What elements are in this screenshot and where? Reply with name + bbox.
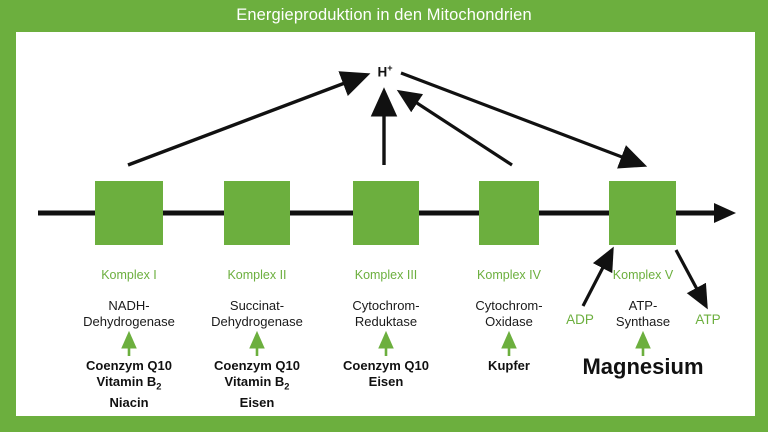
adp-input-arrow <box>581 246 614 307</box>
complex-label-4: Komplex IV <box>477 268 541 282</box>
nutrient-item: Coenzym Q10 <box>214 358 300 373</box>
enzyme-line: Reduktase <box>354 313 418 329</box>
enzyme-name-4: Cytochrom- Oxidase <box>475 298 542 329</box>
complex-label-3: Komplex III <box>354 268 418 282</box>
complex-label-2: Komplex II <box>227 268 287 282</box>
nutrient-item: Coenzym Q10 <box>343 358 429 373</box>
atp-output-arrow <box>674 249 708 310</box>
enzyme-name-3: Cytochrom- Reduktase <box>352 298 419 329</box>
enzyme-line: NADH- <box>108 298 150 313</box>
enzyme-name-1: NADH- Dehydrogenase <box>83 298 175 329</box>
enzyme-line: Synthase <box>615 313 671 329</box>
enzyme-line: Cytochrom- <box>352 298 420 313</box>
atp-label: ATP <box>695 312 721 327</box>
nutrient-item: Eisen <box>239 394 275 410</box>
proton-arrow-to-complex-5 <box>400 71 648 169</box>
nutrient-item: Niacin <box>109 394 149 410</box>
nutrient-list-1: Coenzym Q10 Vitamin B2 Niacin <box>86 358 172 411</box>
enzyme-line: Dehydrogenase <box>211 313 303 329</box>
nutrient-list-3: Coenzym Q10 Eisen <box>343 358 429 390</box>
enzyme-line: Succinat- <box>229 298 285 313</box>
nutrient-item: Coenzym Q10 <box>86 358 172 373</box>
nutrient-list-4: Kupfer <box>488 358 530 374</box>
proton-label: H+ <box>377 63 393 80</box>
complex-box-4 <box>479 181 539 245</box>
nutrient-list-5: Magnesium <box>582 355 703 379</box>
enzyme-line: Cytochrom- <box>475 298 543 313</box>
enzyme-line: ATP- <box>628 298 658 313</box>
enzyme-line: Dehydrogenase <box>83 313 175 329</box>
complex-box-5 <box>609 181 676 245</box>
complex-box-1 <box>95 181 163 245</box>
page-title: Energieproduktion in den Mitochondrien <box>236 6 532 24</box>
nutrient-item: Vitamin B2 <box>96 374 162 392</box>
enzyme-name-5: ATP- Synthase <box>616 298 670 329</box>
complex-box-2 <box>224 181 290 245</box>
nutrient-item: Magnesium <box>582 354 704 379</box>
enzyme-name-2: Succinat- Dehydrogenase <box>211 298 303 329</box>
complex-label-5: Komplex V <box>612 268 674 282</box>
complex-box-3 <box>353 181 419 245</box>
proton-arrow-complex-4 <box>396 89 513 167</box>
nutrient-item: Vitamin B2 <box>224 374 290 392</box>
nutrient-item: Kupfer <box>488 358 530 373</box>
nutrient-item: Eisen <box>368 374 404 389</box>
proton-arrow-complex-1 <box>127 71 371 167</box>
nutrient-list-2: Coenzym Q10 Vitamin B2 Eisen <box>214 358 300 411</box>
enzyme-line: Oxidase <box>485 313 533 329</box>
complex-label-1: Komplex I <box>101 268 157 282</box>
adp-label: ADP <box>566 312 594 327</box>
